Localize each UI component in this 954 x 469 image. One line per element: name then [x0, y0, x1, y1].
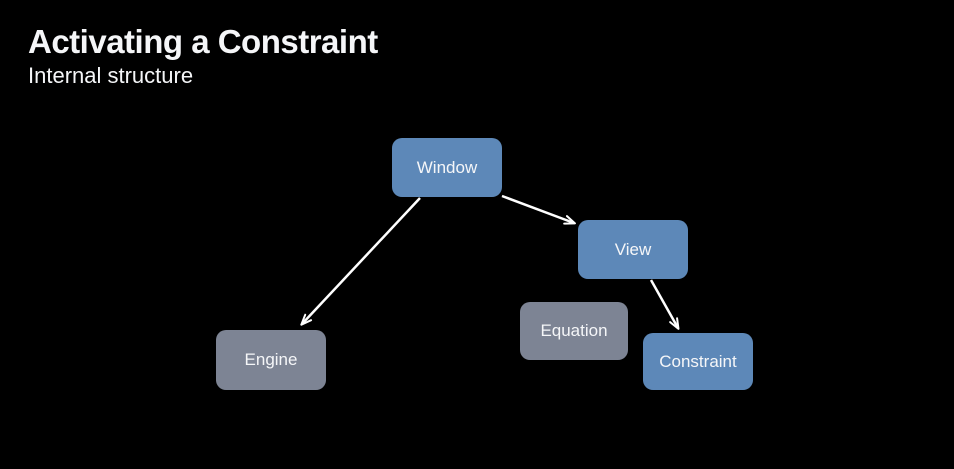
node-constraint: Constraint: [643, 333, 753, 390]
edge-window-engine: [300, 197, 421, 326]
slide-subtitle: Internal structure: [28, 63, 194, 89]
node-view-label: View: [614, 239, 652, 259]
node-engine-label: Engine: [244, 350, 298, 369]
node-window: Window: [392, 138, 502, 197]
node-equation-label: Equation: [540, 321, 608, 340]
slide-title: Activating a Constraint: [28, 23, 378, 60]
edge-window-view: [501, 194, 576, 225]
edge-view-constraint: [649, 279, 680, 330]
slide-header: Activating a Constraint Internal structu…: [28, 23, 378, 89]
node-view: View: [578, 220, 688, 279]
node-window-label: Window: [416, 157, 478, 177]
node-equation: Equation: [520, 302, 628, 360]
node-engine: Engine: [216, 330, 326, 390]
node-constraint-label: Constraint: [659, 351, 737, 371]
